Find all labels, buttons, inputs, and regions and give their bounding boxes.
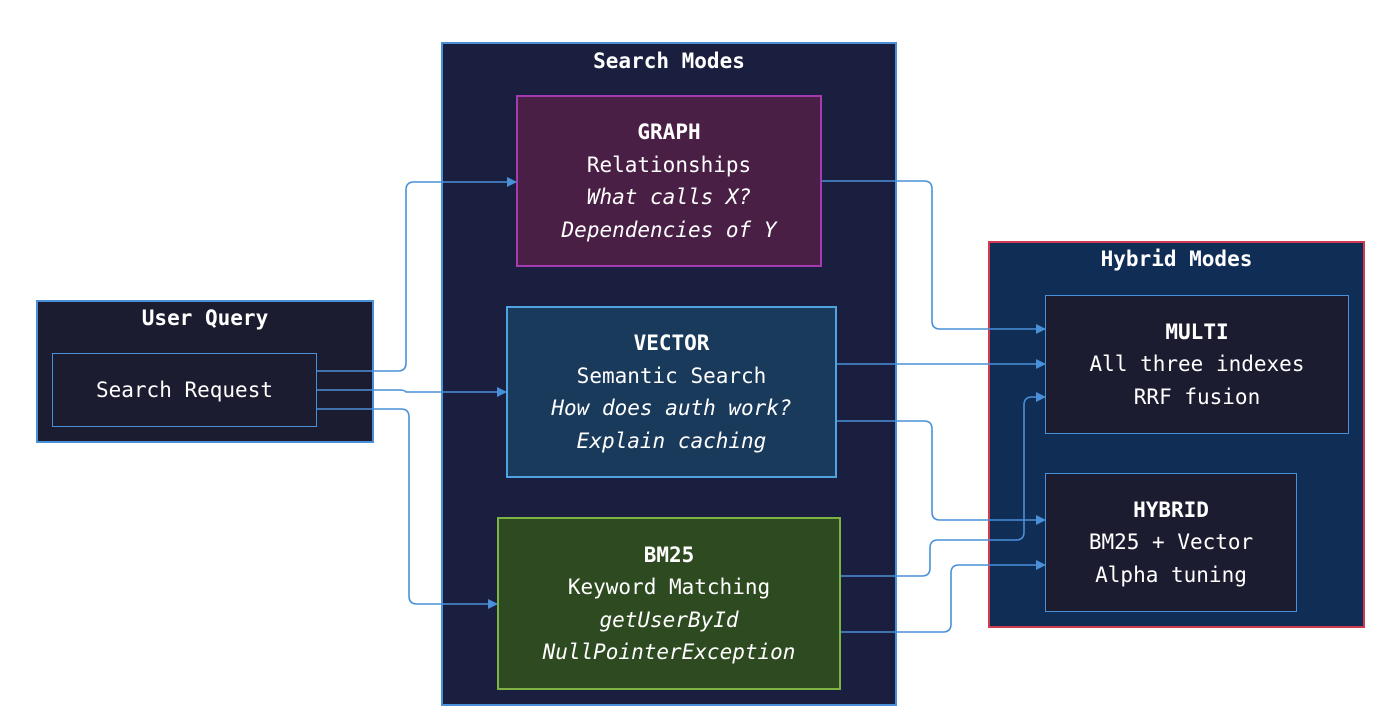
vector-title: VECTOR — [633, 331, 710, 355]
vector-example-1: How does auth work? — [551, 396, 792, 420]
bm25-node: BM25 Keyword Matching getUserById NullPo… — [497, 517, 841, 690]
vector-subtitle: Semantic Search — [576, 363, 767, 388]
vector-node: VECTOR Semantic Search How does auth wor… — [506, 306, 837, 478]
hybrid-line-2: Alpha tuning — [1095, 562, 1247, 587]
hybrid-modes-cluster-title: Hybrid Modes — [1100, 247, 1253, 271]
search-request-node: Search Request — [52, 353, 317, 427]
bm25-example-2: NullPointerException — [542, 640, 796, 664]
graph-subtitle: Relationships — [586, 152, 752, 177]
search-request-label: Search Request — [95, 377, 273, 402]
hybrid-title: HYBRID — [1133, 497, 1209, 522]
bm25-example-1: getUserById — [599, 607, 739, 632]
bm25-title: BM25 — [643, 542, 695, 567]
graph-node: GRAPH Relationships What calls X? Depend… — [516, 95, 822, 267]
graph-example-1: What calls X? — [586, 185, 752, 209]
bm25-subtitle: Keyword Matching — [567, 575, 771, 599]
multi-line-2: RRF fusion — [1133, 384, 1261, 409]
search-modes-cluster-title: Search Modes — [593, 49, 745, 73]
multi-node: MULTI All three indexes RRF fusion — [1045, 295, 1349, 434]
graph-title: GRAPH — [637, 120, 701, 144]
vector-example-2: Explain caching — [576, 428, 767, 453]
multi-title: MULTI — [1165, 319, 1229, 344]
user-query-cluster-title: User Query — [141, 306, 269, 330]
hybrid-node: HYBRID BM25 + Vector Alpha tuning — [1045, 473, 1297, 612]
graph-example-2: Dependencies of Y — [561, 217, 777, 242]
multi-line-1: All three indexes — [1089, 352, 1305, 377]
hybrid-line-1: BM25 + Vector — [1088, 530, 1254, 555]
